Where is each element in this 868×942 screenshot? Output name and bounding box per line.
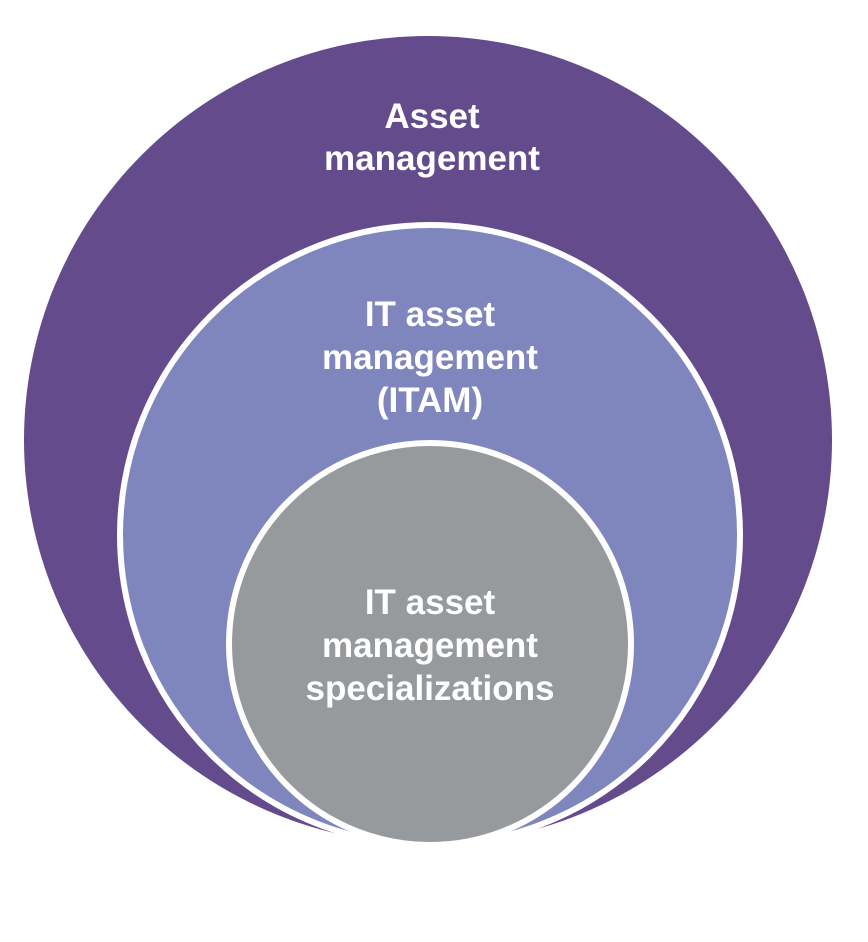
itam-label-line-2: management [322,338,538,377]
itam-label-line-3: (ITAM) [377,381,483,420]
itam-specializations-label-line-1: IT asset [365,583,496,622]
itam-label-line-1: IT asset [365,295,496,334]
itam-label: IT asset management (ITAM) [322,295,538,420]
asset-management-label-line-1: Asset [384,97,480,136]
itam-specializations-label: IT asset management specializations [306,583,555,708]
itam-specializations-label-line-3: specializations [306,669,555,708]
asset-management-label-line-2: management [324,139,540,178]
itam-specializations-label-line-2: management [322,626,538,665]
asset-management-label: Asset management [324,97,540,178]
itam-specializations-circle [226,440,634,848]
